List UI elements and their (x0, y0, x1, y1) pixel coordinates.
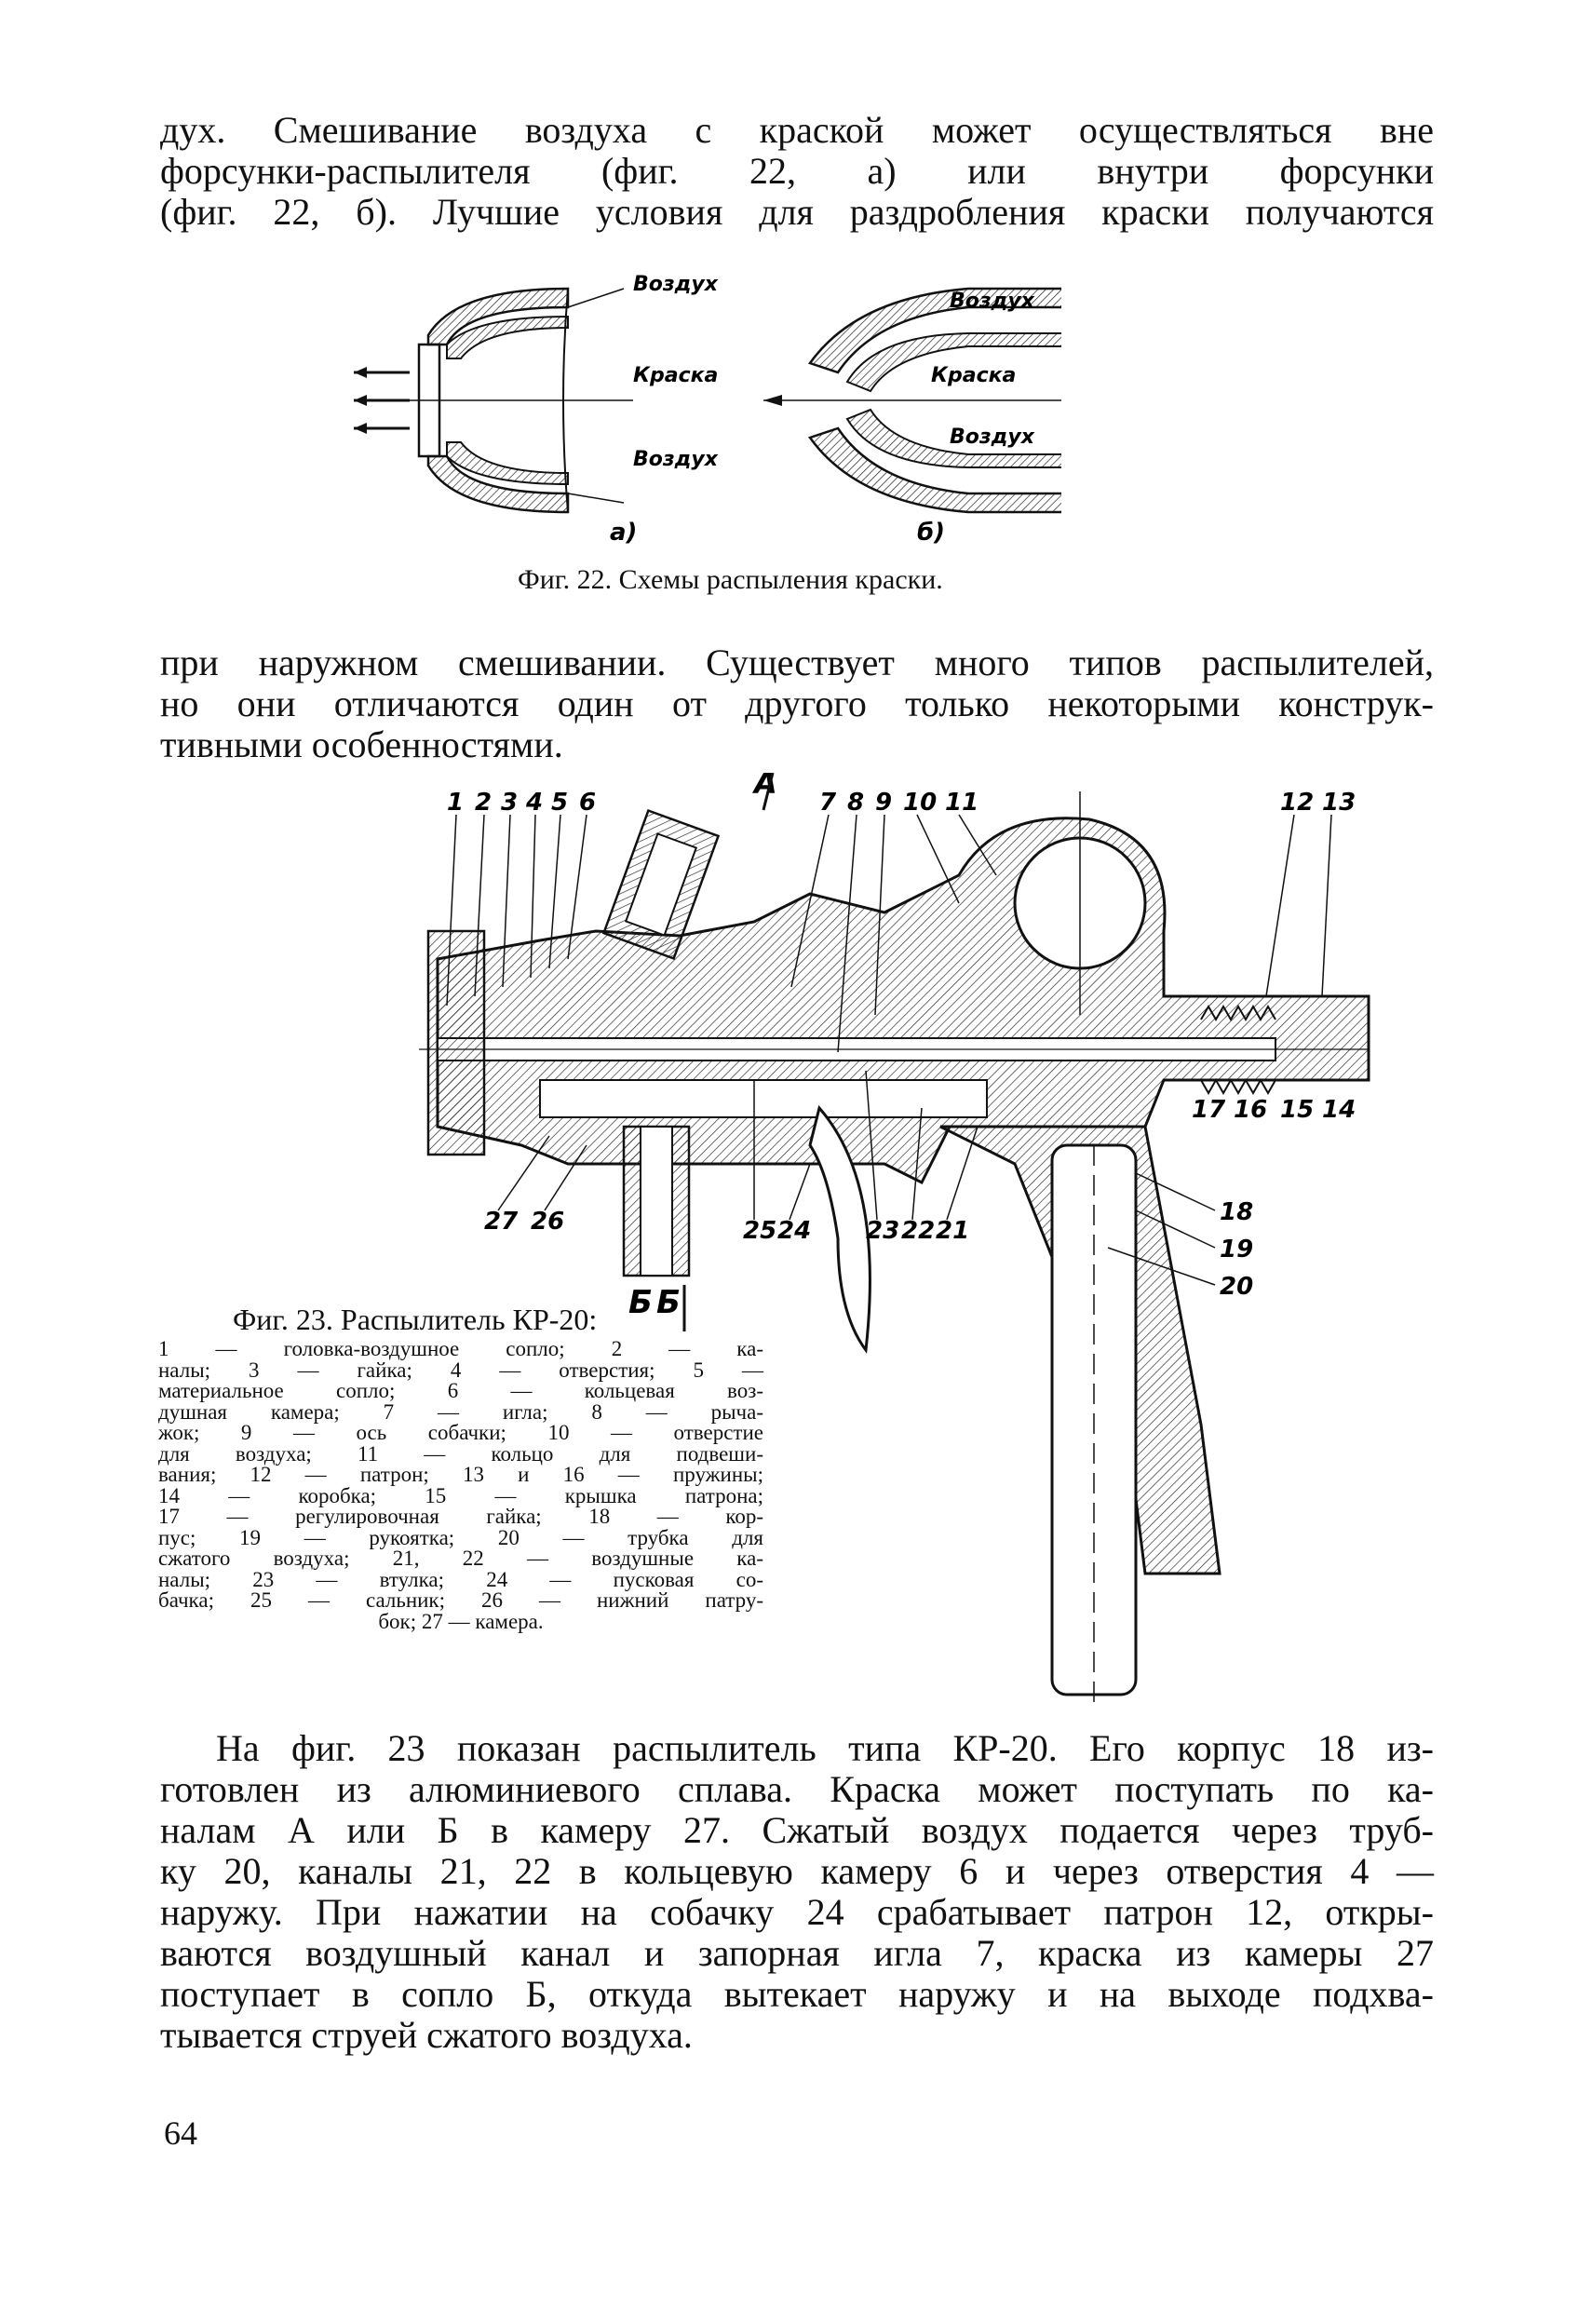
callout-9: 9 (875, 789, 892, 817)
legend-line: налы; 23 — втулка; 24 — пусковая со- (158, 1567, 763, 1591)
callout-13: 13 (1322, 789, 1356, 817)
text-line: (фиг. 22, б). Лучшие условия для раздроб… (160, 191, 1434, 233)
legend-line: 14 — коробка; 15 — крышка патрона; (158, 1483, 763, 1507)
bottom-paragraph: На фиг. 23 показан распылитель типа КР-2… (160, 1728, 1434, 2056)
callout-18: 18 (1220, 1198, 1253, 1226)
figure-23-spray-gun: 1 2 3 4 5 6 7 8 9 10 11 12 13 А 17 16 15… (419, 773, 1370, 1704)
callout-25: 25 (743, 1217, 776, 1245)
sub-label-b: б) (917, 519, 945, 547)
text-line: налам А или Б в камеру 27. Сжатый воздух… (160, 1809, 1434, 1851)
callout-11: 11 (945, 789, 978, 817)
scheme-a: Воздух Краска Воздух а) (354, 273, 719, 547)
label-air-bottom-a: Воздух (633, 448, 719, 471)
legend-line: 1 — головка-воздушное сопло; 2 — ка- (158, 1337, 763, 1360)
figure-23-caption: Фиг. 23. Распылитель КР-20: (233, 1303, 598, 1336)
legend-line: пус; 19 — рукоятка; 20 — трубка для (158, 1525, 763, 1549)
callout-5: 5 (551, 789, 568, 817)
callout-3: 3 (501, 789, 518, 817)
callout-12: 12 (1280, 789, 1314, 817)
legend-line: 17 — регулировочная гайка; 18 — кор- (158, 1505, 763, 1528)
callout-21: 21 (936, 1217, 969, 1245)
text-line: наружу. При нажатии на собачку 24 срабат… (160, 1891, 1434, 1933)
text-line: тывается струей сжатого воздуха. (160, 2014, 693, 2056)
callout-27: 27 (484, 1208, 519, 1236)
callout-26: 26 (531, 1208, 564, 1236)
callout-6: 6 (579, 789, 596, 817)
callout-14: 14 (1322, 1096, 1356, 1124)
callout-23: 23 (866, 1217, 899, 1245)
callout-1: 1 (447, 789, 464, 817)
callout-22: 22 (901, 1217, 935, 1245)
top-paragraph: дух. Смешивание воздуха с краской может … (160, 110, 1434, 233)
legend-line: вания; 12 — патрон; 13 и 16 — пружины; (158, 1463, 763, 1486)
text-line: поступает в сопло Б, откуда вытекает нар… (160, 1973, 1434, 2015)
callout-10: 10 (903, 789, 937, 817)
callout-20: 20 (1220, 1273, 1253, 1301)
handle (939, 1125, 1221, 1575)
legend-line: бачка; 25 — сальник; 26 — нижний патру- (158, 1588, 763, 1612)
text-line: дух. Смешивание воздуха с краской может … (160, 109, 1434, 151)
legend-line: душная камера; 7 — игла; 8 — рыча- (158, 1399, 763, 1424)
text-line: но они отличаются один от другого только… (160, 682, 1434, 724)
legend-line: бок; 27 — камера. (378, 1609, 544, 1633)
callout-19: 19 (1220, 1236, 1253, 1263)
legend-line: жок; 9 — ось собачки; 10 — отверстие (158, 1421, 763, 1444)
legend-line: налы; 3 — гайка; 4 — отверстия; 5 — (158, 1358, 763, 1382)
middle-paragraph: при наружном смешивании. Существует мног… (160, 642, 1434, 765)
text-line: при наружном смешивании. Существует мног… (160, 642, 1434, 683)
legend-line: сжатого воздуха; 21, 22 — воздушные ка- (158, 1547, 763, 1570)
callout-4: 4 (525, 789, 543, 817)
text-line: ку 20, каналы 21, 22 в кольцевую камеру … (160, 1850, 1434, 1892)
inlet-label-a: А (751, 773, 777, 801)
figure-23-legend: 1 — головка-воздушное сопло; 2 — ка- нал… (158, 1337, 763, 1633)
text-line: На фиг. 23 показан распылитель типа КР-2… (216, 1727, 1434, 1769)
callout-15: 15 (1280, 1096, 1314, 1124)
callout-17: 17 (1192, 1096, 1226, 1124)
callout-8: 8 (847, 789, 864, 817)
legend-line: для воздуха; 11 — кольцо для подвеши- (158, 1441, 763, 1466)
callout-2: 2 (475, 789, 492, 817)
sub-label-a: а) (610, 519, 637, 547)
gun-body (436, 817, 1370, 1185)
label-air-top-a: Воздух (633, 273, 719, 296)
text-line: тивными особенностями. (160, 723, 563, 765)
callout-7: 7 (819, 789, 837, 817)
text-line: ваются воздушный канал и запорная игла 7… (160, 1932, 1434, 1974)
label-air-bottom-b: Воздух (950, 426, 1035, 449)
inlet-label-b-2: Б (656, 1284, 681, 1321)
label-paint-b: Краска (931, 364, 1016, 387)
inlet-label-b-1: Б (628, 1284, 653, 1321)
figure-22-spray-schemes: Воздух Краска Воздух а) Воздух Краска Во… (354, 273, 1061, 547)
text-line: готовлен из алюминиевого сплава. Краска … (160, 1768, 1434, 1810)
scheme-b: Воздух Краска Воздух б) (763, 287, 1061, 547)
legend-line: материальное сопло; 6 — кольцевая воз- (158, 1379, 763, 1402)
trigger (808, 1104, 871, 1354)
figure-22-caption: Фиг. 22. Схемы распыления краски. (518, 564, 943, 595)
text-line: форсунки-распылителя (фиг. 22, а) или вн… (160, 150, 1434, 192)
callout-24: 24 (777, 1217, 811, 1245)
label-air-top-b: Воздух (950, 290, 1035, 313)
page-number: 64 (164, 2115, 197, 2152)
callout-16: 16 (1234, 1096, 1267, 1124)
label-paint-a: Краска (633, 364, 718, 387)
